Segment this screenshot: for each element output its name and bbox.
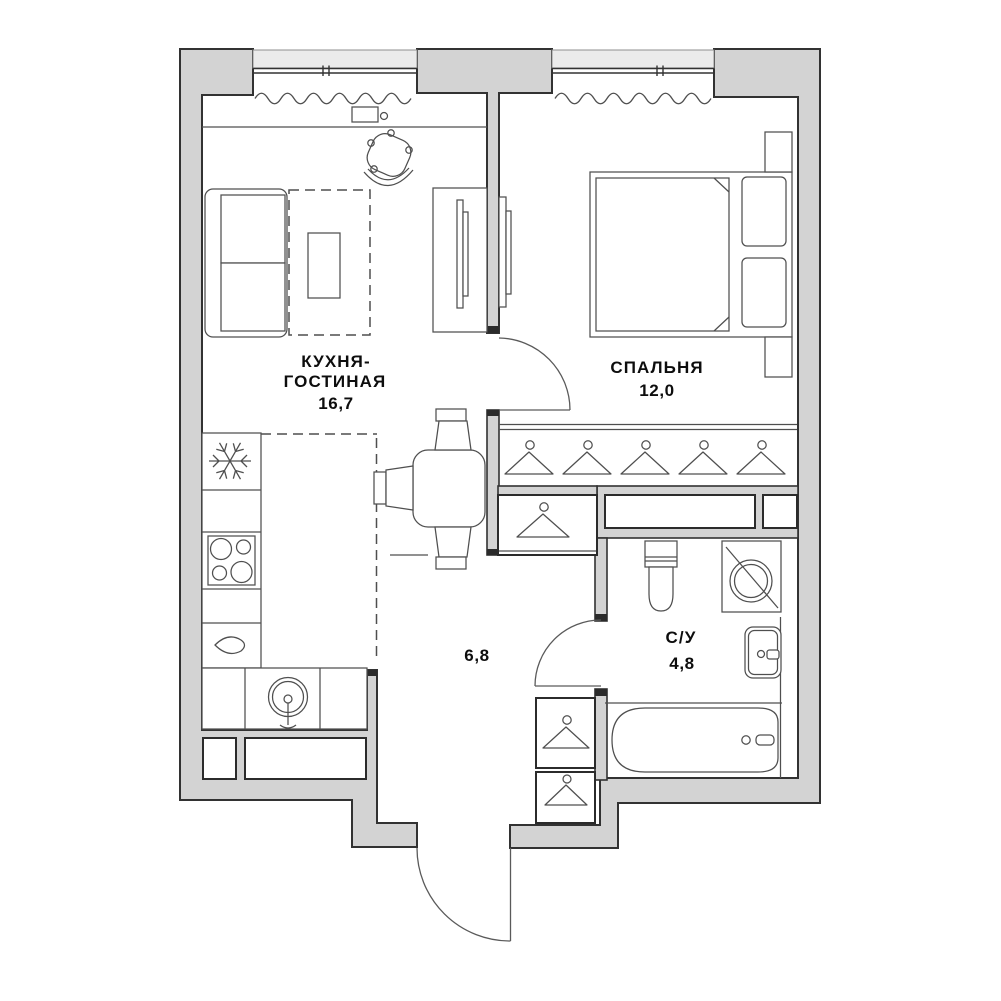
curtain-wave-bedroom — [554, 92, 712, 105]
washing-machine-icon — [721, 540, 782, 613]
coffee-table-icon — [307, 232, 341, 299]
curtain-wave-kitchen — [254, 92, 412, 105]
office-chair-icon — [363, 129, 414, 187]
kitchen-living-room — [201, 106, 488, 730]
bed-icon — [589, 171, 793, 338]
hanger-icon — [678, 440, 728, 475]
tv-console-icon — [432, 187, 488, 333]
shaft-box-small — [202, 737, 237, 780]
closet-hallway — [535, 697, 596, 824]
wall-cap — [487, 326, 499, 333]
kitchen-living-label-line1: КУХНЯ- — [301, 352, 370, 371]
bedroom-label: СПАЛЬНЯ — [610, 358, 703, 377]
dining-table-icon — [412, 449, 486, 528]
stove-burners-icon — [207, 535, 256, 586]
rug-icon — [288, 189, 371, 336]
dining-set — [373, 408, 486, 570]
wardrobe — [499, 423, 797, 475]
wall-cap — [367, 670, 377, 676]
mouse-icon — [379, 111, 389, 121]
wall-right-outline — [509, 48, 821, 849]
wall-cap — [595, 689, 607, 696]
shaft-box-wide — [244, 737, 367, 780]
pillow-icon — [741, 257, 787, 328]
cabinet-box-small — [762, 494, 798, 529]
bedroom-furniture — [498, 131, 793, 378]
window-ledge — [252, 49, 418, 69]
hanger-icon — [620, 440, 670, 475]
kitchen-living-area: 16,7 — [318, 394, 354, 413]
door-swing-bedroom — [498, 337, 571, 411]
windows — [252, 49, 715, 105]
dining-chair-left — [373, 465, 414, 511]
kitchen-sink-counter — [201, 667, 368, 730]
kitchen-counter — [201, 432, 262, 669]
bedroom-tv-icon — [498, 196, 512, 308]
wall-cap — [487, 549, 499, 555]
bathtub-icon — [605, 702, 782, 773]
toilet-icon — [644, 540, 678, 612]
bathroom-label: С/У — [666, 628, 697, 647]
hanger-icon — [562, 440, 612, 475]
laptop-icon — [351, 106, 379, 123]
doors — [416, 337, 602, 942]
wall-cap — [487, 410, 499, 416]
window-ledge — [551, 49, 715, 69]
nightstand-icon — [764, 131, 793, 173]
wardrobe-hangers — [504, 440, 786, 475]
dining-chair-top — [434, 408, 472, 451]
sofa-icon — [204, 188, 288, 338]
hallway-area: 6,8 — [464, 646, 489, 665]
hanger-icon — [504, 440, 554, 475]
window-frame-kitchen — [253, 65, 417, 76]
bathroom-fixtures — [605, 540, 782, 778]
room-labels: КУХНЯ- ГОСТИНАЯ 16,7 СПАЛЬНЯ 12,0 6,8 С/… — [284, 352, 703, 673]
hanger-icon — [516, 502, 570, 538]
kitchen-living-label-line2: ГОСТИНАЯ — [284, 372, 387, 391]
window-frame-bedroom — [552, 65, 714, 76]
wardrobe-doors — [499, 423, 797, 431]
hanger-icon — [544, 774, 588, 806]
pillow-icon — [741, 176, 787, 247]
wall-band-left — [497, 485, 598, 496]
fridge-snowflake-icon — [209, 442, 251, 480]
wall-cap — [595, 614, 607, 621]
nightstand-icon — [764, 336, 793, 378]
hanger-icon — [542, 715, 590, 749]
basin-icon — [214, 636, 246, 655]
bedroom-area: 12,0 — [639, 381, 675, 400]
hanger-icon — [736, 440, 786, 475]
dining-chair-bottom — [434, 526, 472, 570]
bathroom-area: 4,8 — [669, 654, 694, 673]
cabinet-box-wide — [604, 494, 756, 529]
closet-single — [497, 494, 598, 556]
walls — [179, 48, 821, 849]
door-swing-entrance — [416, 847, 512, 942]
door-swing-bathroom — [534, 619, 602, 687]
bathroom-sink-icon — [744, 626, 782, 679]
